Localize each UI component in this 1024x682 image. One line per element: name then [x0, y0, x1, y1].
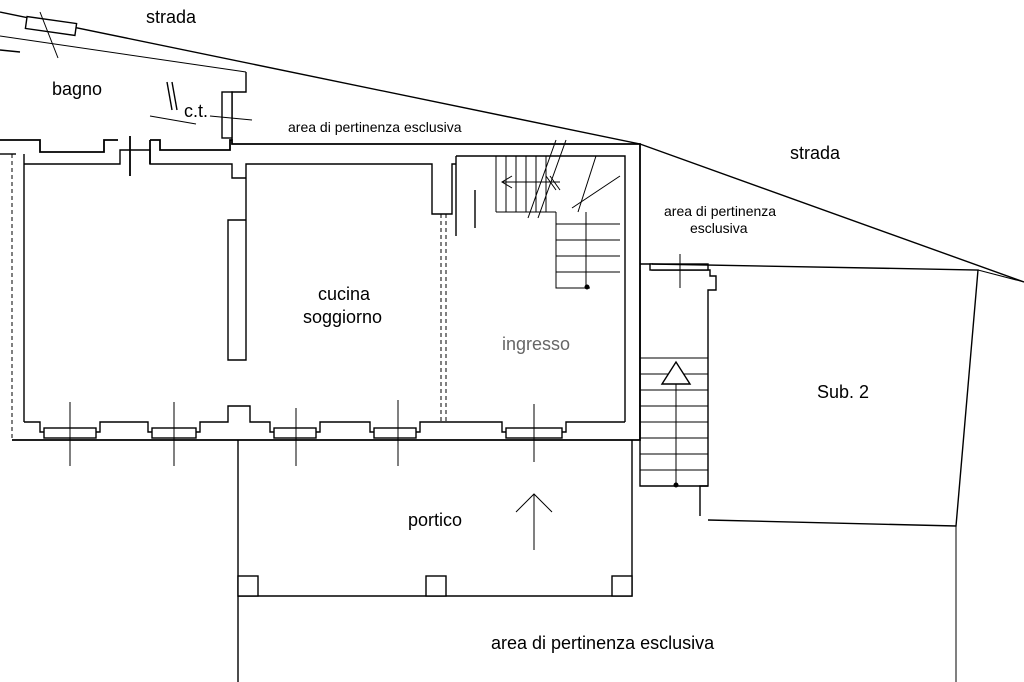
label-strada-top: strada [146, 7, 197, 27]
label-portico: portico [408, 510, 462, 530]
label-area-right-line2: esclusiva [690, 220, 748, 236]
windows-south [43, 400, 563, 466]
label-soggiorno: soggiorno [303, 307, 382, 327]
label-sub2: Sub. 2 [817, 382, 869, 402]
label-ingresso: ingresso [502, 334, 570, 354]
label-area-bottom: area di pertinenza esclusiva [491, 633, 715, 653]
label-area-top: area di pertinenza esclusiva [288, 119, 462, 135]
bagno-walls [0, 11, 253, 140]
labels: strada strada bagno c.t. area di pertine… [52, 7, 869, 653]
sub2-walls [639, 144, 1024, 682]
label-strada-right: strada [790, 143, 841, 163]
label-bagno: bagno [52, 79, 102, 99]
portico-walls [237, 440, 633, 682]
label-ct: c.t. [184, 101, 208, 121]
street-boundary [0, 11, 1024, 283]
label-cucina: cucina [318, 284, 371, 304]
interior-stair [495, 139, 621, 290]
exterior-stair [639, 254, 717, 516]
label-area-right-line1: area di pertinenza [664, 203, 776, 219]
